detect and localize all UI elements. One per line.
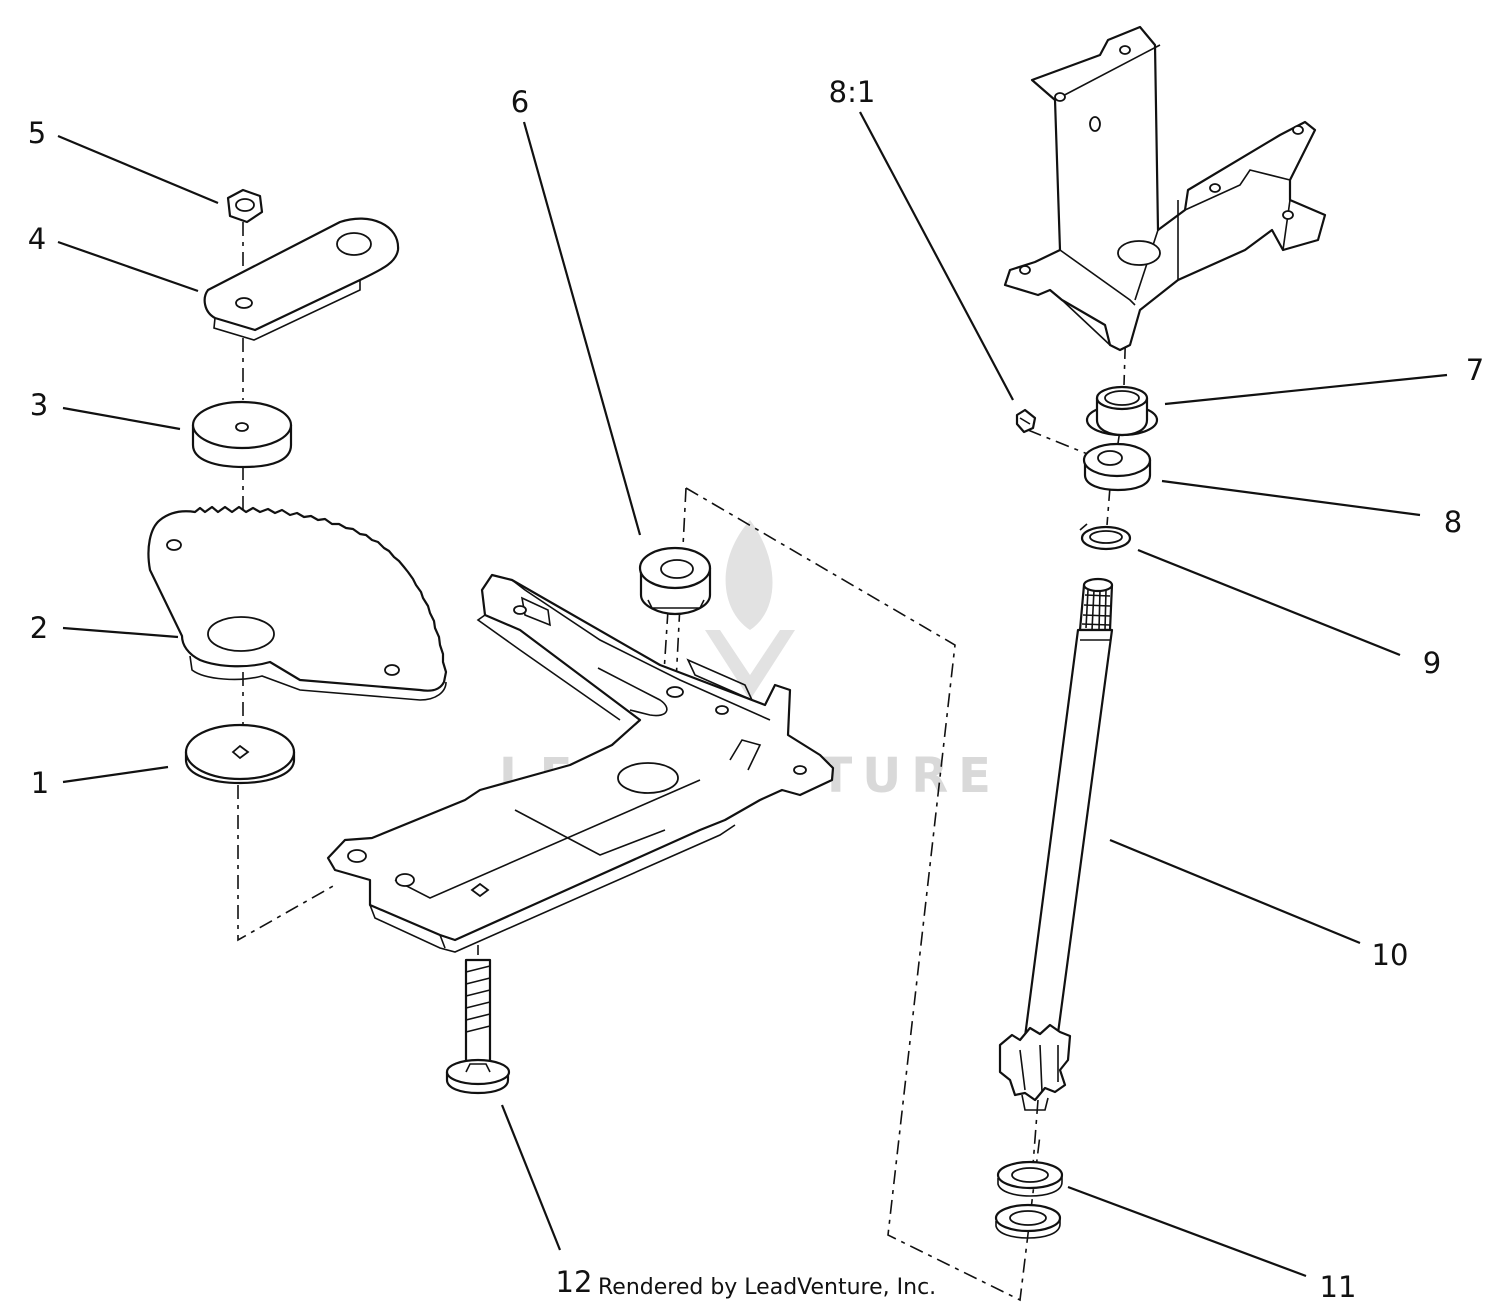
- callout-8: 8: [1444, 505, 1462, 539]
- callout-1: 1: [31, 766, 49, 800]
- callout-6: 6: [511, 85, 529, 119]
- part-8-collar: [1082, 442, 1152, 492]
- callout-12: 12: [556, 1265, 593, 1299]
- part-5-hex-nut: [226, 188, 264, 224]
- callout-9: 9: [1423, 646, 1441, 680]
- steering-support-bracket: [1003, 25, 1327, 352]
- leader-lines: [57, 111, 1448, 1278]
- part-11-washers: [994, 1160, 1064, 1239]
- callout-7: 7: [1466, 353, 1484, 387]
- callout-10: 10: [1372, 938, 1409, 972]
- part-10-steering-shaft: [998, 577, 1114, 1111]
- callout-11: 11: [1320, 1270, 1357, 1304]
- part-4-link-plate: [203, 217, 400, 341]
- part-9-retaining-ring: [1079, 523, 1132, 551]
- callout-5: 5: [28, 116, 46, 150]
- part-8-1-set-screw: [1015, 408, 1037, 434]
- callout-2: 2: [30, 611, 48, 645]
- callout-8-1: 8:1: [829, 75, 876, 109]
- callout-3: 3: [30, 388, 48, 422]
- part-1-washer: [184, 723, 296, 785]
- part-6-bushing: [638, 546, 712, 616]
- part-12-carriage-bolt: [445, 958, 511, 1095]
- watermark-flame-icon: [705, 520, 795, 700]
- credit-text: Rendered by LeadVenture, Inc.: [598, 1275, 936, 1300]
- callout-labels: 5 4 3 2 1 6 8:1 7 8 9 10 11 12: [28, 75, 1484, 1304]
- callout-4: 4: [28, 222, 46, 256]
- part-3-spacer: [191, 400, 293, 469]
- part-2-sector-gear: [147, 505, 448, 701]
- main-mounting-bracket: [326, 573, 835, 953]
- part-7-flange-bushing: [1085, 385, 1159, 437]
